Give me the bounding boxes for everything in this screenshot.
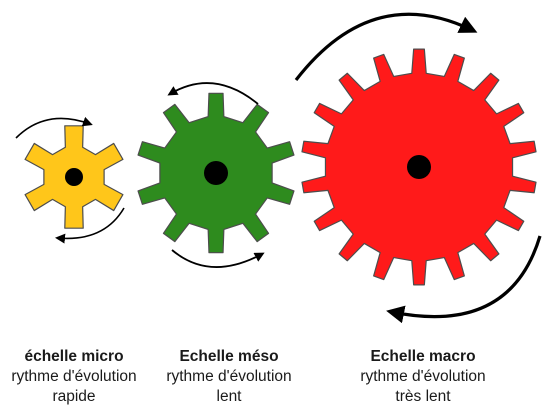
gear-micro-hub xyxy=(65,168,83,186)
caption-micro-line1: rythme d'évolution xyxy=(0,367,148,387)
caption-meso-title: Echelle méso xyxy=(154,347,304,367)
caption-macro-line2: très lent xyxy=(348,387,498,407)
caption-macro-title: Echelle macro xyxy=(348,347,498,367)
caption-meso-line2: lent xyxy=(154,387,304,407)
gear-macro xyxy=(302,49,536,285)
caption-macro: Echelle macro rythme d'évolution très le… xyxy=(348,347,498,407)
caption-micro-title: échelle micro xyxy=(0,347,148,367)
caption-meso-line1: rythme d'évolution xyxy=(154,367,304,387)
gear-macro-hub xyxy=(407,155,431,179)
gear-meso-hub xyxy=(204,161,228,185)
caption-micro: échelle micro rythme d'évolution rapide xyxy=(0,347,148,407)
caption-micro-line2: rapide xyxy=(0,387,148,407)
caption-macro-line1: rythme d'évolution xyxy=(348,367,498,387)
gear-micro xyxy=(25,126,123,228)
gear-meso xyxy=(138,93,294,252)
caption-meso: Echelle méso rythme d'évolution lent xyxy=(154,347,304,407)
